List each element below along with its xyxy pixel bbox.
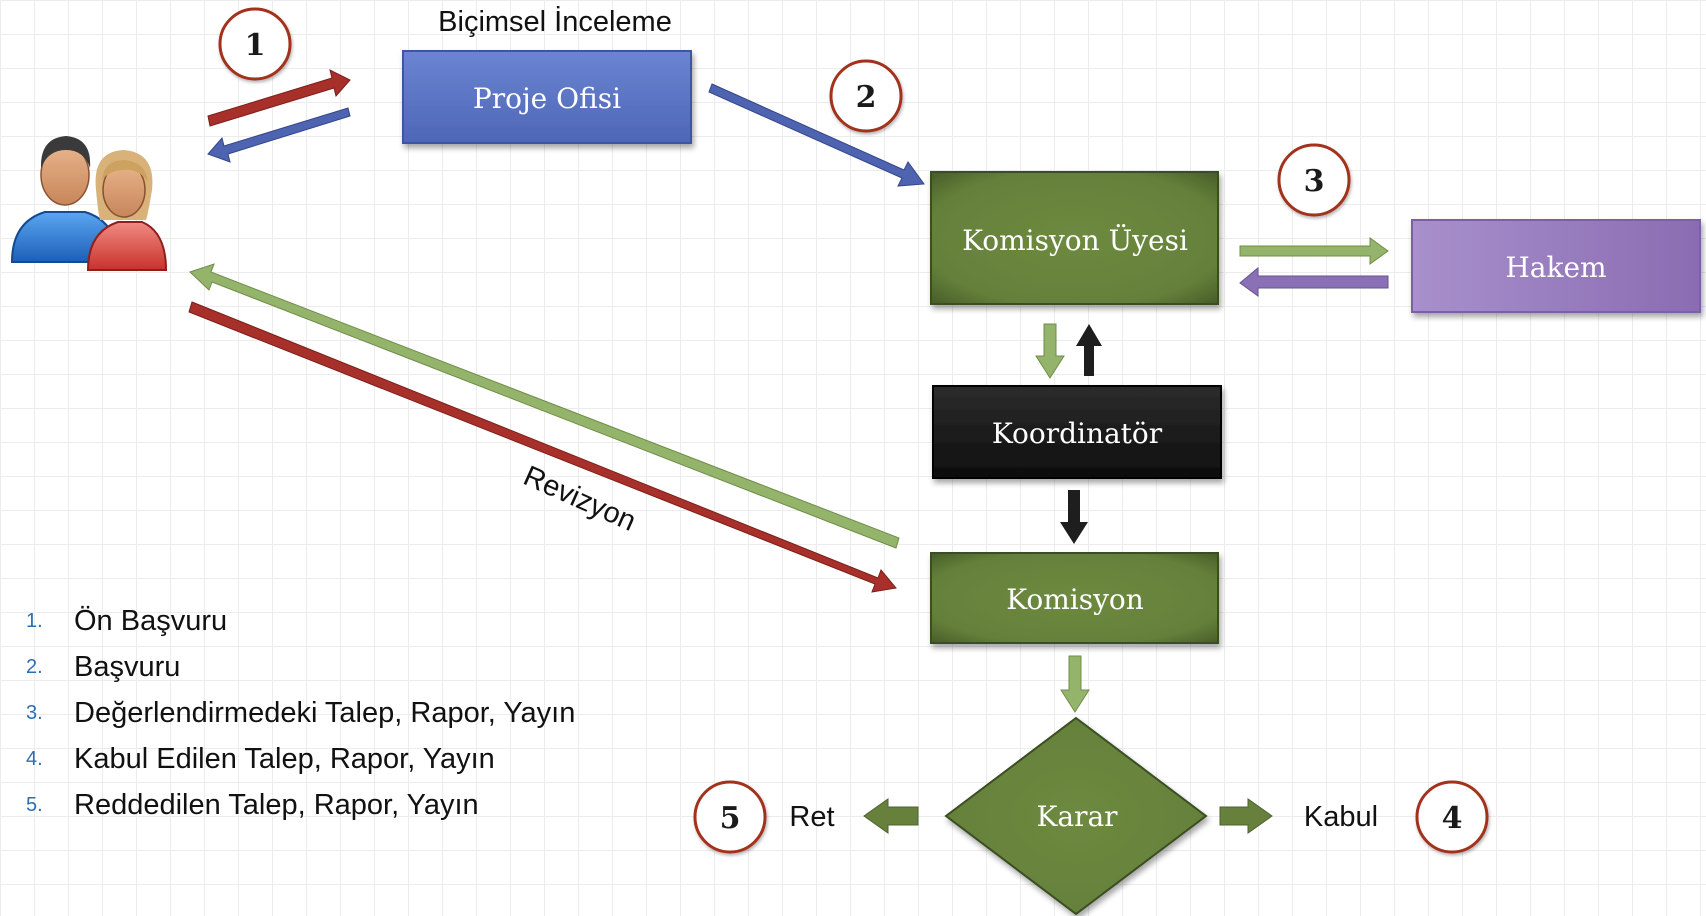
arrow-project-office-to-user bbox=[207, 107, 351, 163]
legend-number: 4. bbox=[26, 747, 43, 770]
svg-text:1: 1 bbox=[245, 28, 266, 63]
arrow-project-office-to-committee-member bbox=[708, 83, 925, 187]
project-office-box: Proje Ofisi bbox=[402, 50, 692, 144]
accept-label: Kabul bbox=[1304, 801, 1378, 833]
step-circle-2: 2 bbox=[829, 59, 903, 133]
legend-number: 5. bbox=[26, 793, 43, 816]
legend-item: 2. Başvuru bbox=[26, 644, 575, 690]
step-circle-3: 3 bbox=[1277, 143, 1351, 217]
svg-text:4: 4 bbox=[1442, 801, 1463, 836]
arrow-decision-to-reject bbox=[863, 798, 919, 834]
committee-member-label: Komisyon Üyesi bbox=[962, 223, 1188, 257]
revision-label: Revizyon bbox=[519, 460, 641, 538]
legend-item: 3. Değerlendirmedeki Talep, Rapor, Yayın bbox=[26, 690, 575, 736]
referee-box: Hakem bbox=[1411, 219, 1701, 313]
project-office-label: Proje Ofisi bbox=[473, 82, 621, 115]
users-icon bbox=[10, 136, 168, 271]
coordinator-label: Koordinatör bbox=[992, 417, 1163, 450]
arrow-coordinator-to-committee-member bbox=[1076, 324, 1102, 376]
arrow-committee-member-to-coordinator bbox=[1035, 323, 1065, 379]
arrow-referee-to-committee-member bbox=[1239, 266, 1389, 297]
legend-number: 3. bbox=[26, 701, 43, 724]
legend-number: 2. bbox=[26, 655, 43, 678]
arrow-committee-to-decision bbox=[1060, 655, 1090, 713]
legend-text: Değerlendirmedeki Talep, Rapor, Yayın bbox=[74, 696, 576, 729]
referee-label: Hakem bbox=[1505, 251, 1606, 284]
decision-diamond: Karar bbox=[944, 716, 1208, 916]
step-circle-1: 1 bbox=[218, 7, 292, 81]
legend-item: 4. Kabul Edilen Talep, Rapor, Yayın bbox=[26, 736, 575, 782]
formal-review-label: Biçimsel İnceleme bbox=[438, 5, 672, 38]
legend-text: Reddedilen Talep, Rapor, Yayın bbox=[74, 788, 479, 821]
committee-member-box: Komisyon Üyesi bbox=[930, 171, 1219, 305]
arrow-decision-to-accept bbox=[1219, 798, 1273, 834]
arrow-coordinator-to-committee bbox=[1060, 490, 1088, 544]
legend-number: 1. bbox=[26, 609, 43, 632]
coordinator-box: Koordinatör bbox=[932, 385, 1222, 479]
svg-text:2: 2 bbox=[856, 80, 877, 115]
legend-item: 5. Reddedilen Talep, Rapor, Yayın bbox=[26, 782, 575, 828]
svg-text:3: 3 bbox=[1304, 164, 1325, 199]
step-circle-4: 4 bbox=[1415, 780, 1489, 854]
arrow-committee-member-to-referee bbox=[1239, 237, 1389, 265]
decision-label: Karar bbox=[1036, 800, 1118, 833]
reject-label: Ret bbox=[789, 801, 834, 833]
legend-item: 1. Ön Başvuru bbox=[26, 598, 575, 644]
legend-text: Kabul Edilen Talep, Rapor, Yayın bbox=[74, 742, 495, 775]
arrow-submit-to-project-office bbox=[207, 69, 351, 127]
step-circle-5: 5 bbox=[693, 780, 767, 854]
legend-text: Başvuru bbox=[74, 650, 181, 683]
legend-text: Ön Başvuru bbox=[74, 604, 228, 637]
arrow-user-to-committee-revision bbox=[188, 301, 897, 593]
legend-list: 1. Ön Başvuru 2. Başvuru 3. Değerlendirm… bbox=[26, 598, 575, 828]
svg-text:5: 5 bbox=[720, 801, 741, 836]
arrow-committee-to-user bbox=[189, 263, 900, 549]
committee-label: Komisyon bbox=[1006, 583, 1144, 616]
committee-box: Komisyon bbox=[930, 552, 1219, 644]
